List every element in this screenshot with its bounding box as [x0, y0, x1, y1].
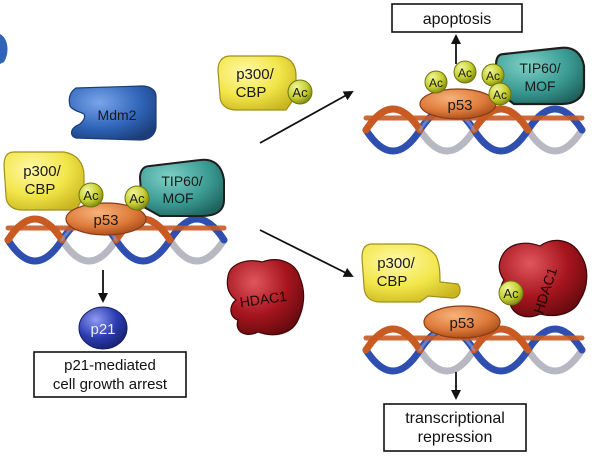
repression-box-line1: transcriptional: [405, 410, 505, 427]
p21-growth-arrest-box: p21-mediated cell growth arrest: [33, 351, 187, 398]
apoptosis-box: apoptosis: [391, 3, 523, 33]
partial-protein-edge: [0, 34, 8, 64]
p53-protein-top-right: p53: [419, 88, 497, 120]
ac-label-top-right-3: Ac: [486, 69, 500, 83]
p53-label-bottom-right: p53: [449, 315, 474, 332]
ac-group-left-2: Ac: [124, 185, 150, 211]
ac-label-left-1: Ac: [83, 188, 99, 203]
p21-label: p21: [90, 321, 115, 338]
p300-cbp-protein-middle: p300/ CBP: [217, 55, 297, 111]
tip60-label-left-line2: MOF: [162, 190, 193, 206]
p21-protein: p21: [78, 306, 128, 350]
tip60-mof-protein-right: TIP60/ MOF: [494, 46, 586, 106]
arrow-diagonal-icon-up: [259, 91, 354, 144]
hdac1-label-middle: HDAC1: [239, 288, 288, 310]
ac-group-bottom-right: Ac: [498, 280, 524, 306]
p53-label-top-right: p53: [447, 97, 472, 114]
tip60-label-right-line1: TIP60/: [519, 60, 560, 76]
mdm2-protein: Mdm2: [68, 85, 157, 141]
p300-label-left-line2: CBP: [25, 181, 56, 198]
p300-cbp-protein-left: p300/ CBP: [3, 151, 85, 211]
ac-group-top-right-2: Ac: [453, 60, 477, 84]
ac-label-middle: Ac: [292, 85, 308, 100]
tip60-label-left-line1: TIP60/: [161, 173, 202, 189]
transcriptional-repression-box: transcriptional repression: [383, 403, 527, 452]
ac-group-top-right-4: Ac: [488, 82, 512, 106]
tip60-label-right-line2: MOF: [524, 78, 555, 94]
p21-box-line2: cell growth arrest: [53, 376, 168, 393]
apoptosis-label: apoptosis: [423, 11, 492, 28]
p53-protein-left: p53: [65, 202, 147, 236]
ac-label-top-right-4: Ac: [493, 88, 507, 102]
tip60-mof-protein-left: TIP60/ MOF: [138, 158, 225, 217]
p300-cbp-protein-bottom-right: p300/ CBP: [361, 243, 461, 303]
arrow-diagonal-icon-down: [259, 229, 354, 277]
ac-group-middle: Ac: [287, 79, 313, 105]
ac-label-top-right-2: Ac: [458, 66, 472, 80]
ac-group-left-1: Ac: [78, 182, 104, 208]
p300-label-middle-line2: CBP: [236, 84, 267, 101]
p300-label-left-line1: p300/: [23, 163, 61, 180]
p21-box-line1: p21-mediated: [64, 357, 156, 374]
p53-label-left: p53: [93, 212, 118, 229]
ac-label-top-right-1: Ac: [429, 76, 443, 90]
p300-label-bottom-right-line2: CBP: [377, 273, 408, 290]
ac-label-left-2: Ac: [129, 191, 145, 206]
ac-group-top-right-1: Ac: [424, 70, 448, 94]
hdac1-protein-middle: HDAC1: [226, 259, 305, 336]
ac-label-bottom-right: Ac: [503, 286, 519, 301]
repression-box-line2: repression: [418, 429, 493, 446]
p300-label-middle-line1: p300/: [236, 66, 274, 83]
p53-protein-bottom-right: p53: [423, 305, 501, 339]
mdm2-label: Mdm2: [98, 107, 137, 123]
ac-group-top-right-3: Ac: [481, 63, 505, 87]
p300-label-bottom-right-line1: p300/: [377, 255, 415, 272]
